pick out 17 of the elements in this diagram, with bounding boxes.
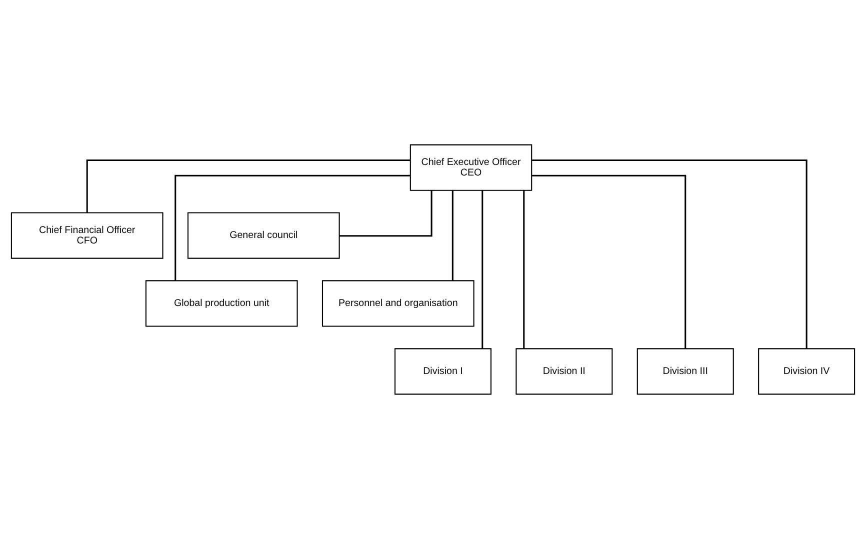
connector [174, 174, 410, 281]
node-box: Personnel and organisation [322, 280, 474, 327]
node-box: Division I [394, 348, 492, 395]
node-box: Division IV [758, 348, 856, 395]
connector [339, 190, 432, 237]
connector [86, 159, 410, 213]
node-box: Division III [636, 348, 734, 395]
connector [532, 174, 686, 349]
node-box: Chief Financial Officer CFO [10, 212, 164, 259]
node-box: Global production unit [145, 280, 298, 327]
connector [532, 159, 808, 349]
connector [523, 190, 525, 348]
node-box: Chief Executive Officer CEO [410, 144, 532, 191]
connector [452, 190, 454, 281]
connector [482, 190, 484, 348]
node-box: Division II [516, 348, 613, 395]
node-box: General council [187, 212, 340, 259]
